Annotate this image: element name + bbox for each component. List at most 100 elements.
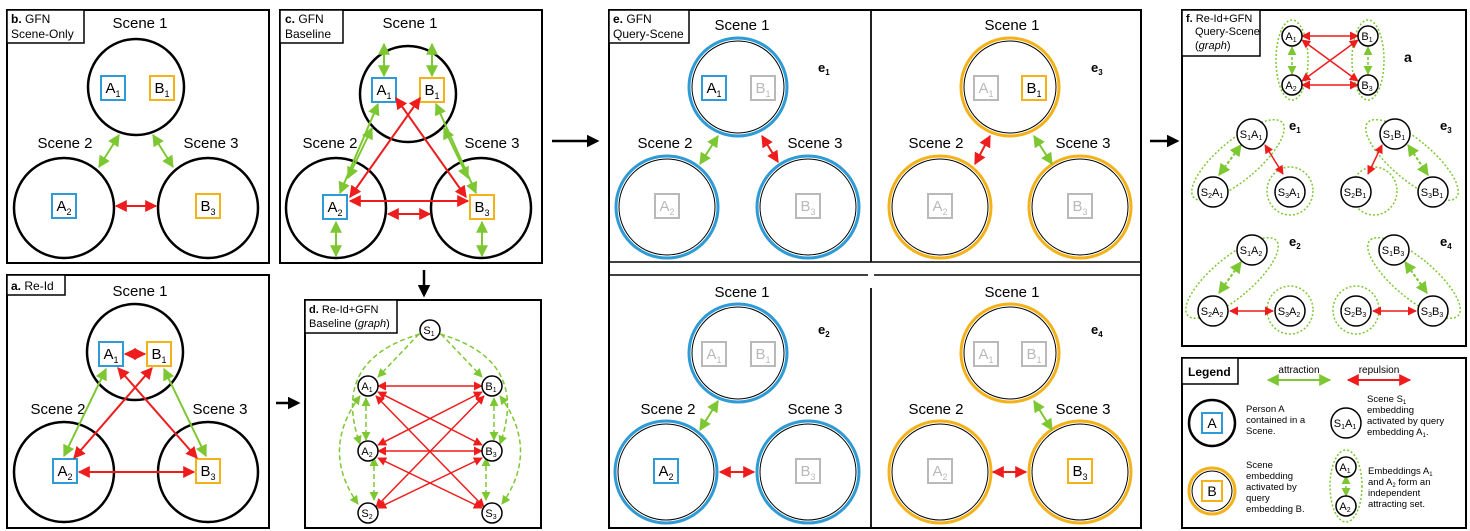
panel-c-subtitle: Baseline [285,27,331,41]
person-b1-label: B1 [154,80,169,99]
person-a1-label: A1 [978,346,993,365]
panel-a-frame [6,274,270,529]
attraction-arrow [1218,144,1242,176]
attraction-arrow [1404,261,1428,294]
legend-frame [1181,357,1467,529]
repulsion-arrow [974,134,991,166]
person-a2-label: A2 [56,198,71,217]
node-s3b1-label: S3B1 [1421,187,1444,200]
legend-person-text: Person A contained in a Scene. [1246,404,1308,437]
node-b1 [1357,25,1379,47]
legend-scene-activated-icon [1187,466,1237,516]
scene-2-circle [614,154,720,260]
scene-3-circle-inner [759,158,857,256]
scene-3-circle-inner [1031,423,1129,521]
node-b3 [481,440,503,462]
node-s2a1-label: S2A1 [1201,187,1224,200]
panel-c-title-box [279,9,344,44]
scene-3-circle [755,154,861,260]
node-s2a1 [1197,176,1229,208]
legend-node-a2-label: A2 [1339,501,1350,514]
scene-1-label: Scene 1 [112,283,167,300]
node-a1 [1281,25,1303,47]
person-a-box [98,341,124,367]
scene-1-label: Scene 1 [112,15,167,32]
node-s2b3-label: S2B3 [1344,306,1367,319]
scene-3-label: Scene 3 [464,135,519,152]
person-b-box [469,194,495,220]
legend: Legend attraction repulsion A Person A c… [1181,357,1467,529]
scene-2-label: Scene 2 [302,135,357,152]
person-b-box-inactive [795,193,821,219]
panel-d-title-box [304,299,398,334]
repulsion-arrow [761,134,779,164]
scene-1-circle [687,302,789,404]
legend-node-a1 [1335,456,1357,478]
scene-3-circle [156,156,260,260]
f-graph-e4: S1B3 S2B3 S3B3 e4 [1332,234,1462,335]
scene-3-circle-inner [759,423,857,521]
panel-e-frame [608,9,1142,529]
person-b1-label: B1 [1026,346,1041,365]
panel-e-title-box [608,9,690,44]
scene-1-circle [86,37,186,137]
panel-e-subtitle: Query-Scene [613,27,684,41]
scene-2-circle-inner [618,158,716,256]
person-b-box [146,341,172,367]
person-b-box [195,193,221,219]
attraction-arrow [440,333,483,378]
legend-person-letter: A [1207,415,1217,431]
person-a2-label: A2 [932,198,947,217]
node-b3 [1357,74,1379,96]
attraction-arrow [1407,144,1429,176]
scene-1-label: Scene 1 [984,17,1039,34]
scene-2-circle-inner [617,423,715,521]
scene-2-circle-inner [891,158,989,256]
f-e4-label: e4 [1440,234,1452,251]
panel-f-frame [1181,9,1467,347]
legend-node-label: S1A1 [1334,418,1357,431]
legend-person-box [1201,412,1223,434]
node-s3b1 [1417,176,1449,208]
panel-d-frame [304,299,542,529]
attraction-arrow [1218,261,1242,294]
panel-e-title: e. GFN [613,12,652,26]
legend-scene-letter: B [1207,483,1216,499]
scene-3-label: Scene 3 [192,401,247,418]
scene-1-circle-inner [691,40,785,134]
node-b1 [481,375,503,397]
person-a-box [100,75,126,101]
legend-node-a2 [1335,495,1357,517]
f-graph-e3: S1B1 S2B1 S3B1 e3 [1340,118,1460,216]
legend-repulsion-label: repulsion [1359,365,1400,376]
f-graph-e2: S1A2 S2A2 S3A2 e2 [1184,234,1314,335]
person-a-box [52,458,78,484]
e1-label: e1 [818,60,830,77]
scene-3-label: Scene 3 [787,135,842,152]
panel-f-subtitle: Query-Scene [1195,26,1260,38]
person-b-box-inactive [1021,341,1047,367]
person-a-box-inactive [973,75,999,101]
panel-a-title-box [6,274,66,296]
repulsion-arrow [117,367,198,459]
node-s3-label: S3 [485,508,496,521]
attraction-arrow [1033,134,1053,166]
attracting-set-outline [1366,236,1462,320]
scene-3-label: Scene 3 [1055,135,1110,152]
person-b3-label: B3 [200,463,215,482]
scene-2-label: Scene 2 [637,135,692,152]
person-a2-label: A2 [932,463,947,482]
f-e1-label: e1 [1289,118,1301,135]
e4-label: e4 [1091,322,1103,339]
node-a2-label: A2 [1285,80,1296,93]
node-s3 [481,502,503,524]
repulsion-arrow [1301,39,1359,82]
panel-d-title: d. Re-Id+GFN [309,304,378,316]
f-graph-e1: S1A1 S2A1 S3A1 e1 [1190,118,1314,216]
f-graph-a: A1 B1 A2 B3 a [1275,19,1412,101]
node-a2 [1281,74,1303,96]
node-s2b1-label: S2B1 [1344,187,1367,200]
node-a1 [357,375,379,397]
scene-2-circle [12,156,116,260]
person-b3-label: B3 [800,463,815,482]
